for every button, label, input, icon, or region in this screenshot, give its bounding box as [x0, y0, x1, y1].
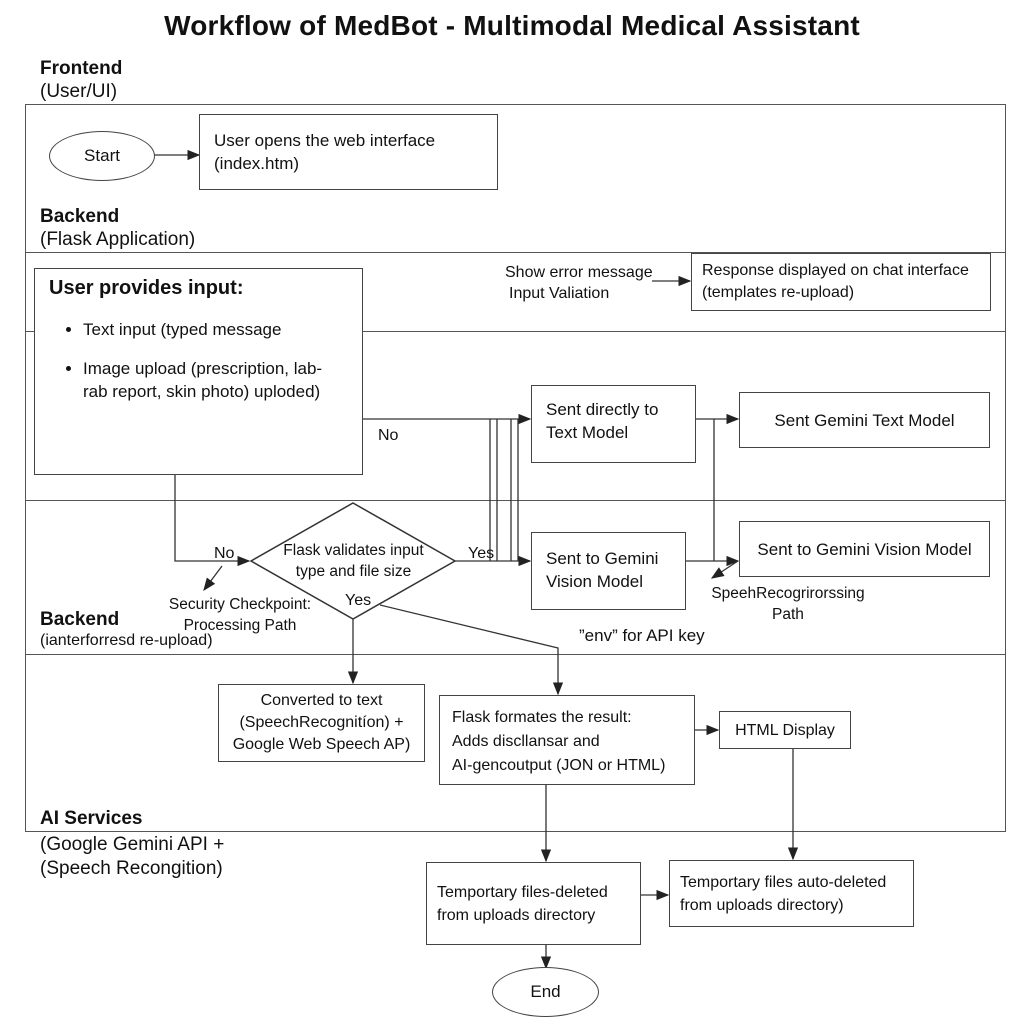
- lane-backend1-name: Backend: [40, 206, 120, 227]
- end-node: End: [492, 967, 599, 1017]
- converted-to-text-box: Converted to text (SpeechRecognitíon) + …: [218, 684, 425, 762]
- input-image-item: Image upload (prescription, lab-rab repo…: [83, 357, 348, 403]
- speech-path-line1: SpeehRecogrirorssing: [711, 585, 865, 602]
- edge-label-yes-bottom: Yes: [345, 592, 372, 609]
- validate-decision-diamond: [249, 502, 457, 620]
- sent-vision-line2: Vision Model: [546, 572, 644, 591]
- lane-ai-sub2: (Speech Recongition): [40, 858, 223, 879]
- security-line1: Security Checkpoint:: [168, 596, 312, 613]
- open-web-interface-box: User opens the web interface (index.htm): [199, 114, 498, 190]
- open-web-line1: User opens the web interface: [214, 131, 436, 150]
- lane-backend2-sub: (ianterforresd re-upload): [40, 632, 213, 649]
- validate-line1: Flask validates input: [283, 542, 424, 559]
- temp-files-auto-deleted-box: Temportary files auto-deleted from uploa…: [669, 860, 914, 927]
- temp2-line2: from uploads directory): [680, 897, 844, 914]
- sent-vision-model-box: Sent to Gemini Vision Model: [531, 532, 686, 610]
- flask-format-result-box: Flask formates the result: Adds discllan…: [439, 695, 695, 785]
- temp1-line2: from uploads directory: [437, 907, 596, 924]
- lane-backend1-sub: (Flask Application): [40, 229, 196, 250]
- env-api-key-note: ”env” for API key: [579, 626, 705, 645]
- converted-line1: Converted to text: [260, 692, 383, 709]
- html-display-box: HTML Display: [719, 711, 851, 749]
- show-error-text: Show error message: [505, 264, 653, 281]
- response-line2: (templates re-upload): [702, 284, 855, 301]
- lane-backend2-name: Backend: [40, 609, 120, 630]
- converted-line2: (SpeechRecognitíon) +: [239, 714, 404, 731]
- format-line1: Flask formates the result:: [452, 709, 632, 726]
- security-line2: Processing Path: [183, 617, 297, 634]
- end-label: End: [530, 982, 561, 1001]
- validate-line2: type and file size: [295, 563, 412, 580]
- input-types-list: Text input (typed message Image upload (…: [49, 318, 348, 403]
- gemini-text-label: Sent Gemini Text Model: [774, 410, 955, 430]
- edge-label-yes-right: Yes: [468, 545, 495, 562]
- edge-label-no-top: No: [378, 427, 399, 444]
- html-display-label: HTML Display: [735, 721, 835, 739]
- temp2-line1: Temportary files auto-deleted: [680, 874, 887, 891]
- security-checkpoint-note: Security Checkpoint: Processing Path: [160, 594, 320, 636]
- sent-text-model-box: Sent directly to Text Model: [531, 385, 696, 463]
- speech-path-line2: Path: [772, 606, 804, 623]
- lane-frontend-sub: (User/UI): [40, 81, 118, 102]
- input-text-item: Text input (typed message: [83, 318, 348, 341]
- format-line3: AI-gencoutput (JON or HTML): [452, 757, 666, 774]
- user-input-title: User provides input:: [49, 277, 244, 299]
- gemini-text-model-box: Sent Gemini Text Model: [739, 392, 990, 448]
- gemini-vision-label: Sent to Gemini Vision Model: [757, 539, 972, 559]
- start-label: Start: [84, 146, 120, 165]
- input-validation-text: Input Valiation: [509, 285, 610, 302]
- open-web-line2: (index.htm): [214, 154, 300, 173]
- response-display-box: Response displayed on chat interface (te…: [691, 253, 991, 311]
- lane-ai-name: AI Services: [40, 808, 143, 829]
- temp1-line1: Temportary files-deleted: [437, 884, 608, 901]
- speech-path-note: SpeehRecogrirorssing Path: [703, 583, 873, 625]
- converted-line3: Google Web Speech AP): [232, 736, 411, 753]
- gemini-vision-model-box: Sent to Gemini Vision Model: [739, 521, 990, 577]
- lane-ai-sub1: (Google Gemini API +: [40, 834, 225, 855]
- format-line2: Adds discllansar and: [452, 733, 600, 750]
- start-node: Start: [49, 131, 155, 181]
- validate-decision-text: Flask validates input type and file size: [266, 540, 441, 582]
- user-input-box: User provides input: Text input (typed m…: [34, 268, 363, 475]
- diagram-title: Workflow of MedBot - Multimodal Medical …: [164, 10, 860, 41]
- edge-label-no-left: No: [214, 545, 235, 562]
- sent-vision-line1: Sent to Gemini: [546, 549, 659, 568]
- sent-text-line1: Sent directly to: [546, 400, 659, 419]
- sent-text-line2: Text Model: [546, 423, 629, 442]
- lane-ai-border: [25, 654, 1006, 832]
- response-line1: Response displayed on chat interface: [702, 262, 969, 279]
- temp-files-deleted-box: Temportary files-deleted from uploads di…: [426, 862, 641, 945]
- lane-frontend-name: Frontend: [40, 58, 123, 79]
